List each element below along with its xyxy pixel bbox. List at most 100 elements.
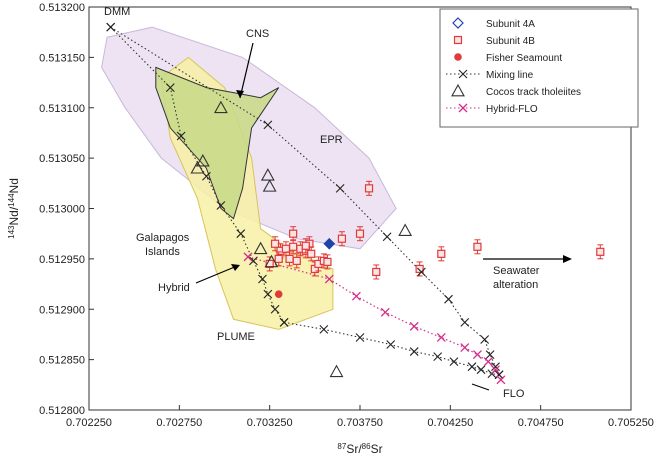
- square-marker: [323, 257, 332, 266]
- mixing-point: [433, 352, 443, 361]
- flo-leader: [471, 383, 490, 391]
- mixing-point: [176, 131, 186, 141]
- square-marker: [337, 234, 347, 243]
- legend-symbol-fisher: [454, 53, 462, 61]
- x-stroke: [270, 304, 280, 314]
- x-stroke: [436, 333, 446, 342]
- mixing-point: [409, 347, 419, 356]
- subunit-4b-point: [307, 246, 316, 262]
- mixing-point: [106, 22, 116, 32]
- x-stroke: [433, 352, 443, 361]
- seawater-arrow-head: [563, 255, 572, 263]
- x-stroke: [319, 325, 329, 334]
- mixing-point: [444, 294, 453, 304]
- legend-label: Subunit 4B: [486, 36, 535, 47]
- x-tick-label: 0.704250: [427, 417, 473, 429]
- x-stroke: [335, 183, 345, 193]
- x-stroke: [202, 171, 211, 181]
- mixing-point: [382, 232, 392, 242]
- x-stroke: [263, 120, 273, 130]
- mixing-point: [263, 120, 273, 130]
- mixing-point: [494, 370, 504, 380]
- square-marker: [453, 35, 463, 45]
- x-axis-title: 87Sr/86Sr: [337, 442, 382, 457]
- x-stroke: [496, 375, 506, 385]
- subunit-4b-point: [437, 246, 446, 262]
- square-marker: [274, 254, 283, 263]
- subunit-4b-point: [292, 253, 301, 269]
- legend-symbol-subunit-4a: [452, 17, 464, 29]
- x-stroke: [236, 229, 246, 239]
- mixing-line: [284, 321, 500, 376]
- mixing-point: [417, 267, 426, 277]
- cocos-point: [264, 254, 279, 268]
- x-stroke: [491, 365, 500, 375]
- square-marker: [285, 254, 294, 263]
- hybrid-flo-point: [351, 291, 361, 301]
- x-stroke: [351, 291, 361, 301]
- mixing-point: [467, 362, 477, 372]
- mixing-point: [449, 357, 459, 367]
- cocos-point: [260, 168, 275, 181]
- label-cns: CNS: [246, 28, 269, 40]
- subunit-4b-point: [364, 180, 374, 196]
- x-stroke: [417, 267, 426, 277]
- x-stroke: [483, 357, 493, 367]
- x-stroke: [444, 294, 453, 304]
- x-tick-label: 0.702250: [66, 417, 112, 429]
- legend-symbol-mixing-x: [458, 69, 468, 79]
- subunit-4b-point: [301, 238, 310, 254]
- x-tick-label: 0.703750: [337, 417, 383, 429]
- square-marker: [289, 242, 298, 251]
- cns-arrow: [239, 42, 254, 99]
- x-stroke: [324, 274, 334, 284]
- mixing-point: [258, 274, 267, 284]
- subunit-4b-point: [596, 244, 605, 260]
- x-tick-label: 0.703250: [247, 417, 293, 429]
- square-marker: [289, 229, 298, 238]
- square-marker: [437, 249, 446, 258]
- field-regions: [101, 26, 397, 330]
- label-plume: PLUME: [217, 331, 255, 343]
- x-stroke: [476, 365, 486, 375]
- hybrid-flo-point: [324, 274, 334, 284]
- legend-symbol-hybrid-flo-x: [458, 103, 468, 113]
- x-stroke: [472, 350, 482, 360]
- x-stroke: [380, 307, 390, 317]
- mixing-point: [202, 171, 211, 181]
- x-stroke: [263, 289, 273, 299]
- hybrid-flo-point: [483, 357, 493, 367]
- label-flo: FLO: [503, 388, 525, 400]
- cocos-point: [253, 241, 268, 255]
- square-marker: [596, 247, 605, 256]
- x-tick-label: 0.705250: [608, 417, 654, 429]
- x-stroke: [258, 274, 267, 284]
- mixing-point: [485, 350, 495, 359]
- legend-label: Hybrid-FLO: [486, 104, 538, 115]
- x-stroke: [458, 103, 468, 113]
- y-tick-label: 0.512950: [39, 254, 85, 266]
- x-stroke: [460, 343, 470, 352]
- mixing-point: [386, 340, 396, 349]
- field-cns: [155, 66, 280, 220]
- x-stroke: [494, 370, 504, 380]
- subunit-4b-point: [372, 264, 381, 280]
- hybrid-flo-point: [472, 350, 482, 360]
- label-epr: EPR: [320, 134, 343, 146]
- x-stroke: [355, 333, 365, 342]
- hybrid-flo-point: [243, 252, 253, 262]
- y-tick-label: 0.513100: [39, 103, 85, 115]
- x-stroke: [458, 69, 468, 79]
- x-stroke: [485, 350, 495, 359]
- cocos-point: [190, 161, 205, 174]
- square-marker: [281, 244, 291, 253]
- legend-symbol-cocos: [451, 83, 465, 97]
- label-seawater-1: Seawater: [493, 265, 540, 277]
- mixing-point: [236, 229, 246, 239]
- x-stroke: [279, 317, 289, 327]
- x-stroke: [249, 256, 258, 266]
- y-tick-label: 0.512850: [39, 355, 85, 367]
- x-stroke: [106, 22, 116, 32]
- label-galapagos-1: Galapagos: [136, 232, 190, 244]
